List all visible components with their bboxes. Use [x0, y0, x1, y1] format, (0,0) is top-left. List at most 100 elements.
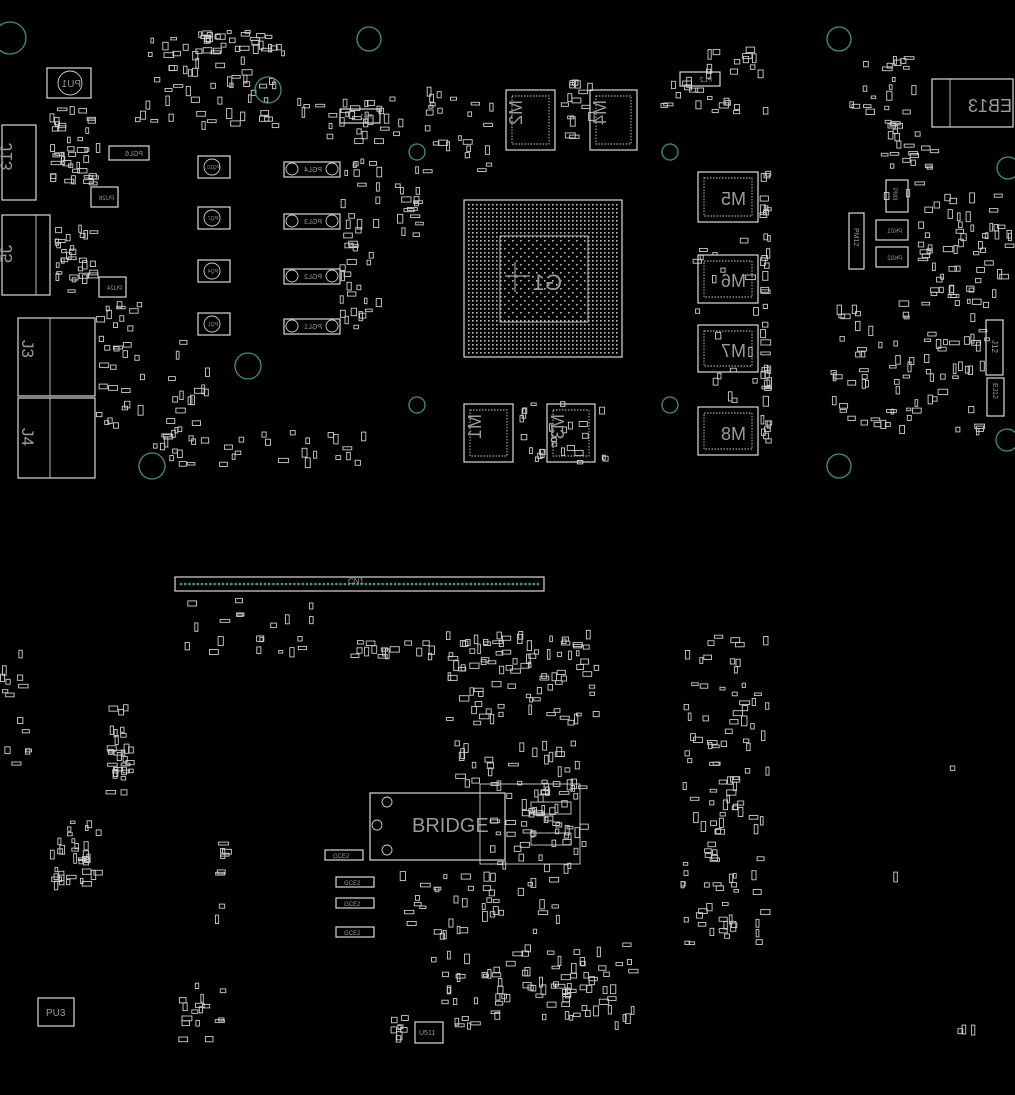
smd-pad [204, 36, 213, 42]
bga-ball [560, 224, 562, 226]
smd-pad [733, 889, 740, 893]
capacitor-gce2[interactable]: GCE2 [324, 849, 364, 861]
smd-pad [921, 301, 931, 306]
bga-ball [468, 256, 470, 258]
bga-ball [536, 312, 538, 314]
bga-ball [572, 308, 574, 310]
smd-pad [134, 117, 141, 123]
inductor-pl1[interactable]: PL1 [339, 108, 381, 124]
connector-j5[interactable]: J5 [0, 214, 51, 296]
bga-ball [504, 240, 506, 242]
smd-pad [206, 119, 217, 124]
gpu-g1[interactable]: G1 [463, 199, 623, 358]
mosfet-pq10[interactable]: PQ10 [197, 155, 231, 179]
connector-eb13[interactable]: EB13 [931, 78, 1014, 128]
smd-pad [984, 337, 990, 342]
smd-pad [124, 400, 131, 409]
smd-pad [496, 631, 502, 640]
memory-m6[interactable]: M6 [697, 254, 759, 304]
memory-m5[interactable]: M5 [697, 171, 759, 223]
bridge-chip[interactable]: BRIDGE [369, 783, 581, 865]
smd-pad [214, 914, 220, 925]
memory-m4[interactable]: M4 [589, 89, 638, 151]
connector-ej12[interactable]: EJ12 [986, 377, 1005, 417]
memory-m8[interactable]: M8 [697, 406, 759, 456]
bga-ball [488, 212, 490, 214]
smd-pad [489, 819, 501, 824]
gpu-label: G1 [533, 270, 562, 295]
smd-pad [759, 816, 764, 826]
inductor-pl2[interactable]: PL2 [679, 71, 721, 87]
bga-ball [564, 316, 566, 318]
smd-pad [170, 36, 177, 41]
bga-ball [480, 336, 482, 338]
connector-j12[interactable]: J12 [985, 319, 1004, 376]
mosfet-pq1[interactable]: PQ1 [197, 312, 231, 336]
memory-m3[interactable]: M3 [546, 403, 596, 463]
connector-j13[interactable]: J13 [0, 124, 37, 201]
smd-pad [136, 302, 143, 308]
memory-m2[interactable]: M2 [505, 89, 556, 151]
smd-pad [482, 885, 492, 891]
bga-ball [616, 212, 618, 214]
smd-pad [83, 155, 90, 163]
connector-cn1[interactable]: CN1 [174, 576, 545, 592]
connector-j4[interactable]: J4 [17, 397, 96, 479]
smd-pad [539, 675, 550, 681]
inductor-pgl2[interactable]: PGL2 [283, 268, 341, 285]
smd-pad [234, 450, 242, 456]
power-ic-pu1[interactable]: PU1 [46, 67, 92, 99]
smd-pad [603, 971, 610, 977]
connector-j3[interactable]: J3 [17, 317, 96, 397]
bga-ball [592, 332, 594, 334]
bga-ball [576, 340, 578, 342]
smd-pad [109, 725, 114, 735]
power-ic-pu24[interactable]: PU24 [98, 276, 127, 298]
bga-ball [480, 304, 482, 306]
bga-ball [492, 344, 494, 346]
bga-ball [584, 236, 586, 238]
bga-ball [600, 312, 602, 314]
capacitor-gce2[interactable]: GCE2 [335, 926, 375, 938]
cn1-pin [255, 582, 258, 586]
memory-m1[interactable]: M1 [463, 403, 514, 463]
part-pm12[interactable]: PM12 [848, 212, 865, 270]
smd-pad [498, 978, 503, 987]
part-pm3[interactable]: PM3 [885, 179, 909, 213]
capacitor-gce2[interactable]: GCE2 [335, 876, 375, 888]
smd-pad [562, 838, 572, 846]
bga-ball [564, 212, 566, 214]
bga-ball [468, 260, 470, 262]
inductor-pgl1[interactable]: PGL1 [283, 318, 341, 335]
inductor-pgl3[interactable]: PGL3 [283, 213, 341, 230]
smd-pad [376, 166, 383, 178]
cn1-pin [301, 582, 305, 586]
capacitor-gce2[interactable]: GCE2 [335, 897, 375, 909]
ic-u511[interactable]: U511 [414, 1021, 444, 1044]
bga-ball [512, 236, 514, 238]
power-ic-pu3[interactable]: PU3 [37, 997, 75, 1027]
smd-pad [72, 168, 80, 173]
part-pk01[interactable]: PK01 [875, 219, 909, 241]
smd-pad [315, 103, 326, 108]
bga-ball [612, 316, 614, 318]
bga-ball [556, 228, 558, 230]
bga-ball [584, 204, 586, 206]
power-ic-pu26[interactable]: PU26 [90, 186, 119, 208]
inductor-pgl4[interactable]: PGL4 [283, 161, 341, 178]
bga-ball [492, 264, 494, 266]
inductor-pgl6[interactable]: PGL6 [108, 145, 150, 161]
bga-ball [600, 316, 602, 318]
bga-ball [500, 344, 502, 346]
mosfet-pq4[interactable]: PQ4 [197, 259, 231, 283]
memory-m7[interactable]: M7 [697, 324, 759, 373]
cn1-pin [322, 582, 326, 586]
smd-pad [949, 765, 956, 771]
smd-pad [420, 882, 431, 888]
smd-pad [328, 112, 338, 118]
mosfet-pq7[interactable]: PQ7 [197, 206, 231, 230]
bga-ball [572, 352, 574, 354]
bga-ball [544, 216, 546, 218]
part-pk02[interactable]: PK02 [875, 246, 909, 268]
